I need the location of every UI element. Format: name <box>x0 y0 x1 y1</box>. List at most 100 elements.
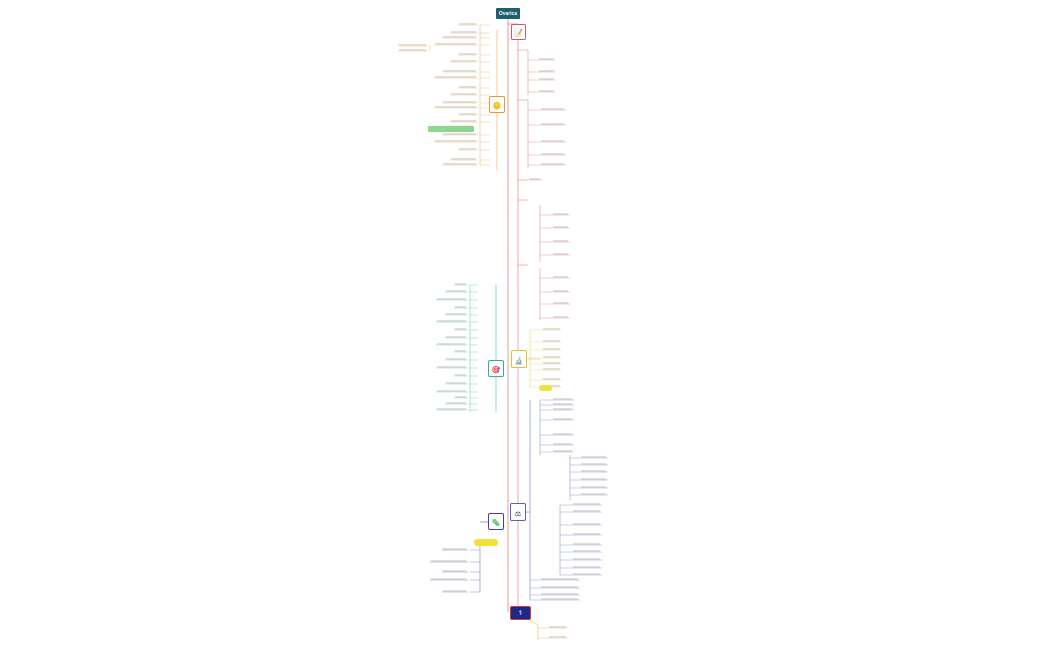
leaf-text-placeholder <box>451 31 476 33</box>
leaf-text-placeholder <box>459 148 476 150</box>
leaf-text-placeholder <box>573 550 600 552</box>
leaf-text-placeholder <box>451 93 476 95</box>
leaf-text-placeholder <box>541 593 578 595</box>
branch-node-blue[interactable]: ⚖ <box>510 503 526 521</box>
leaf-text-placeholder <box>529 178 540 180</box>
bug-icon: 🦠 <box>491 520 501 527</box>
dark-link <box>529 619 539 626</box>
leaf-text-placeholder <box>541 140 564 142</box>
leaf-text-placeholder <box>437 320 466 322</box>
notes-icon: 📝 <box>514 30 523 37</box>
branch-node-orange[interactable]: 🪙 <box>489 96 505 113</box>
leaf-text-placeholder <box>573 523 600 525</box>
leaf-text-placeholder <box>541 578 578 580</box>
leaf-text-placeholder <box>399 44 426 46</box>
leaf-text-placeholder <box>549 636 566 638</box>
leaf-text-placeholder <box>539 70 554 72</box>
root-topic[interactable]: Ovarica <box>496 8 520 19</box>
leaf-text-placeholder <box>443 70 476 72</box>
microscope-icon: 🔬 <box>514 358 524 365</box>
mindmap-leaves <box>398 23 608 639</box>
branch-node-red[interactable]: 📝 <box>511 24 526 40</box>
leaf-text-placeholder <box>573 533 600 535</box>
leaf-text-placeholder <box>443 548 466 550</box>
branch-node-yellow[interactable]: 🔬 <box>511 350 527 368</box>
leaf-text-placeholder <box>455 396 466 398</box>
leaf-text-placeholder <box>446 358 466 360</box>
leaf-text-placeholder <box>541 153 564 155</box>
flow-icon: ⚖ <box>514 511 522 518</box>
leaf-text-placeholder <box>435 140 476 142</box>
highlight-tag <box>474 539 498 546</box>
leaf-text-placeholder <box>553 240 568 242</box>
leaf-text-placeholder <box>443 36 476 38</box>
leaf-text-placeholder <box>435 106 476 108</box>
leaf-text-placeholder <box>451 60 476 62</box>
leaf-text-placeholder <box>443 133 476 135</box>
leaf-text-placeholder <box>431 578 466 580</box>
leaf-text-placeholder <box>553 253 568 255</box>
leaf-text-placeholder <box>451 120 476 122</box>
leaf-text-placeholder <box>581 463 606 465</box>
leaf-text-placeholder <box>553 443 572 445</box>
leaf-text-placeholder <box>553 408 572 410</box>
leaf-text-placeholder <box>437 343 466 345</box>
leaf-text-placeholder <box>541 123 564 125</box>
leaf-text-placeholder <box>435 76 476 78</box>
leaf-text-placeholder <box>541 598 578 600</box>
branch-node-teal[interactable]: 🎯 <box>488 360 504 377</box>
leaf-text-placeholder <box>553 226 568 228</box>
leaf-text-placeholder <box>431 560 466 562</box>
leaf-text-placeholder <box>553 316 568 318</box>
highlight-tag <box>428 126 474 132</box>
leaf-text-placeholder <box>543 368 560 370</box>
mindmap-edges <box>429 19 580 640</box>
target-icon: 🎯 <box>491 367 501 374</box>
leaf-text-placeholder <box>437 366 466 368</box>
leaf-text-placeholder <box>455 350 466 352</box>
branch-node-dark[interactable]: ⚕ <box>510 606 531 620</box>
leaf-text-placeholder <box>455 283 466 285</box>
leaf-text-placeholder <box>553 302 568 304</box>
leaf-text-placeholder <box>541 163 564 165</box>
leaf-text-placeholder <box>437 298 466 300</box>
leaf-text-placeholder <box>553 403 572 405</box>
leaf-text-placeholder <box>581 493 606 495</box>
leaf-text-placeholder <box>459 23 476 25</box>
leaf-text-placeholder <box>446 336 466 338</box>
leaf-text-placeholder <box>446 402 466 404</box>
leaf-text-placeholder <box>543 362 560 364</box>
leaf-text-placeholder <box>443 101 476 103</box>
leaf-text-placeholder <box>451 158 476 160</box>
leaf-text-placeholder <box>459 53 476 55</box>
leaf-text-placeholder <box>543 378 560 380</box>
leaf-text-placeholder <box>573 543 600 545</box>
leaf-text-placeholder <box>541 586 578 588</box>
leaf-text-placeholder <box>399 49 426 51</box>
leaf-text-placeholder <box>539 58 554 60</box>
highlight-tag <box>539 385 552 391</box>
leaf-text-placeholder <box>549 626 566 628</box>
leaf-text-placeholder <box>455 306 466 308</box>
leaf-text-placeholder <box>459 86 476 88</box>
leaf-text-placeholder <box>455 374 466 376</box>
branch-node-navy[interactable]: 🦠 <box>488 513 504 530</box>
leaf-text-placeholder <box>543 348 560 350</box>
leaf-text-placeholder <box>543 340 560 342</box>
leaf-text-placeholder <box>581 470 606 472</box>
leaf-text-placeholder <box>553 418 572 420</box>
leaf-text-placeholder <box>437 408 466 410</box>
leaf-text-placeholder <box>443 163 476 165</box>
leaf-text-placeholder <box>539 78 554 80</box>
leaf-text-placeholder <box>435 43 476 45</box>
leaf-text-placeholder <box>553 433 572 435</box>
leaf-text-placeholder <box>581 486 606 488</box>
coin-icon: 🪙 <box>492 103 502 110</box>
leaf-text-placeholder <box>573 573 600 575</box>
leaf-text-placeholder <box>443 570 466 572</box>
leaf-text-placeholder <box>541 108 564 110</box>
leaf-text-placeholder <box>539 90 554 92</box>
leaf-text-placeholder <box>553 290 568 292</box>
leaf-text-placeholder <box>553 213 568 215</box>
